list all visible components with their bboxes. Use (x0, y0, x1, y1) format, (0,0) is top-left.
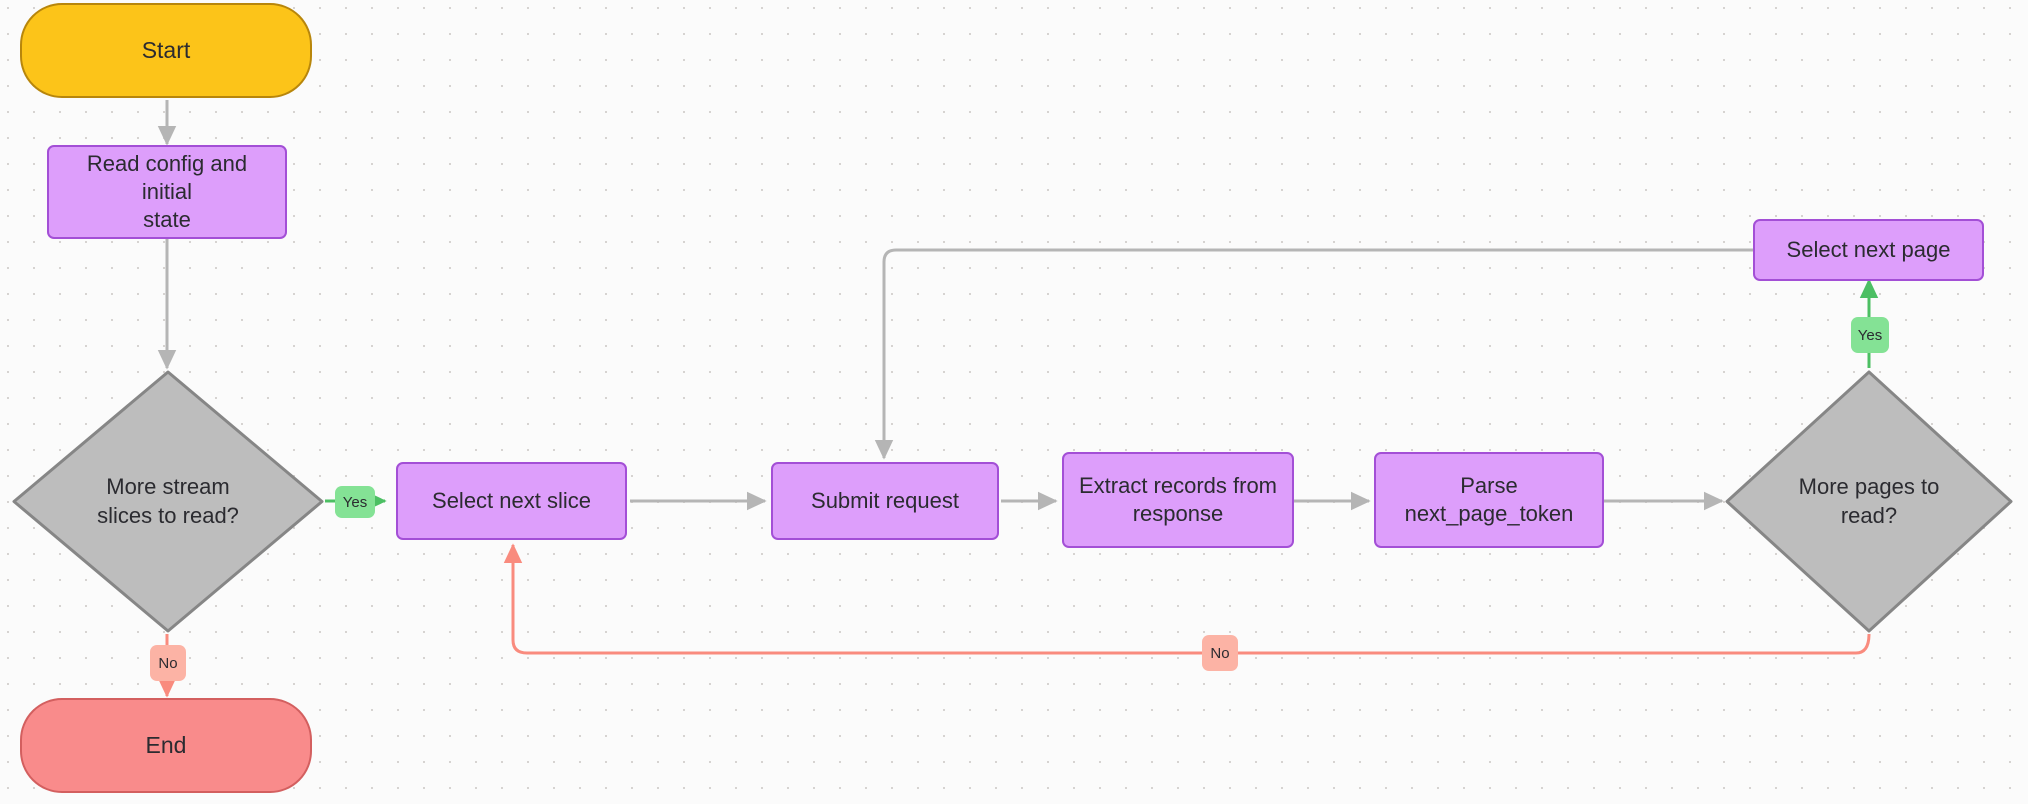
node-read-config-label-line2: state (143, 207, 191, 233)
node-more-stream-slices-label-line2: slices to read? (97, 502, 239, 528)
node-more-pages-label-line1: More pages to (1798, 474, 1940, 500)
diamond-shape-icon (12, 370, 324, 633)
edge-more-pages-no-to-next-slice-loopback (503, 543, 1871, 655)
node-more-pages-label-line2: read? (1840, 502, 1898, 528)
node-read-config[interactable]: Read config and initial state (47, 145, 287, 239)
node-select-next-page[interactable]: Select next page (1753, 219, 1984, 281)
node-start[interactable]: Start (20, 3, 312, 98)
edge-next-page-to-submit-loopback (874, 248, 1753, 460)
node-more-stream-slices-label-line1: More stream (106, 474, 230, 500)
node-start-label: Start (141, 36, 191, 63)
node-more-pages[interactable]: More pages to read? (1724, 369, 2014, 634)
node-select-next-page-label: Select next page (1786, 236, 1951, 262)
node-submit-request[interactable]: Submit request (771, 462, 999, 540)
node-extract-records[interactable]: Extract records from response (1062, 452, 1294, 548)
node-end-label: End (145, 731, 187, 758)
edge-label-pages-yes[interactable]: Yes (1851, 317, 1889, 353)
node-more-stream-slices[interactable]: More stream slices to read? (11, 369, 325, 634)
node-read-config-label-line1: Read config and initial (86, 150, 248, 204)
node-parse-next-page-token-label-line2: next_page_token (1404, 501, 1574, 526)
edge-label-slices-no[interactable]: No (150, 645, 186, 681)
node-parse-next-page-token-label-line1: Parse (1460, 472, 1518, 498)
node-extract-records-label-line1: Extract records from (1078, 472, 1278, 498)
node-parse-next-page-token[interactable]: Parse next_page_token (1374, 452, 1604, 548)
edge-label-pages-no[interactable]: No (1202, 635, 1238, 671)
node-submit-request-label: Submit request (811, 487, 959, 513)
node-select-next-slice[interactable]: Select next slice (396, 462, 627, 540)
node-select-next-slice-label: Select next slice (432, 487, 591, 513)
node-extract-records-label-line2: response (1132, 501, 1224, 526)
node-end[interactable]: End (20, 698, 312, 793)
edge-label-slices-yes[interactable]: Yes (335, 486, 375, 518)
